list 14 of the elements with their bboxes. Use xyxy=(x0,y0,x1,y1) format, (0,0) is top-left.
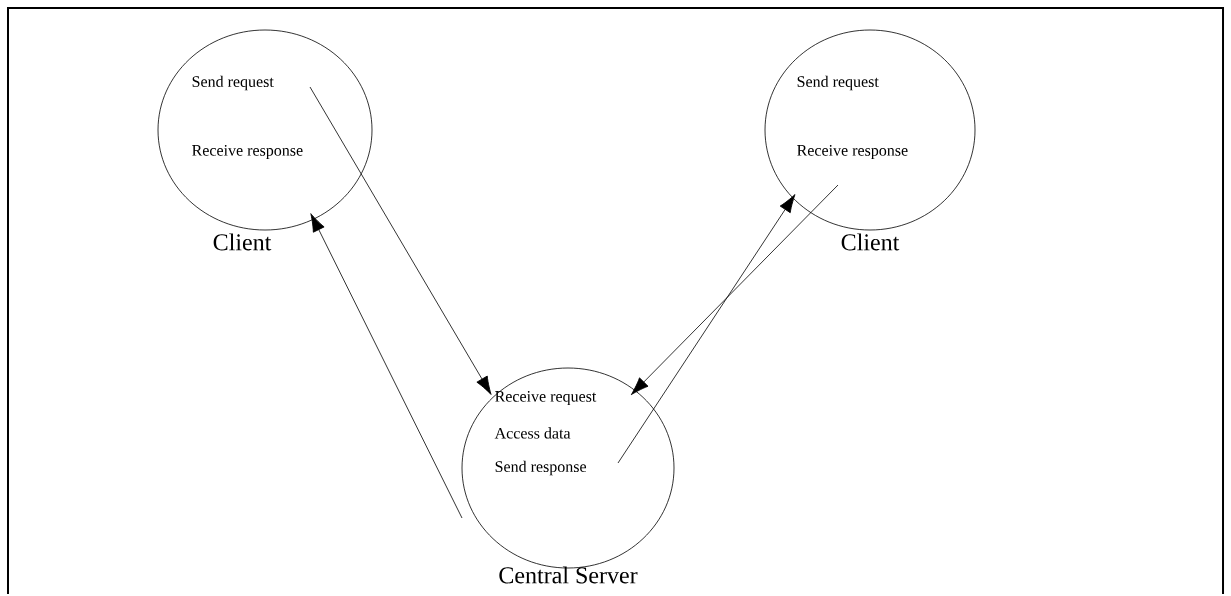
arrow xyxy=(310,213,463,519)
step-text: Send request xyxy=(192,75,274,91)
arrow xyxy=(617,194,796,464)
node-caption: Client xyxy=(213,233,272,251)
arrow xyxy=(309,86,492,395)
step-text: Send response xyxy=(495,460,587,476)
step-text: Access data xyxy=(494,427,571,439)
step-text: Receive response xyxy=(192,145,303,159)
node-caption: Central Server xyxy=(499,566,638,584)
step-text: Send request xyxy=(797,75,879,91)
arrow xyxy=(630,184,839,396)
step-text: Receive response xyxy=(797,145,908,159)
step-text: Receive request xyxy=(495,391,597,405)
node-caption: Client xyxy=(841,233,900,251)
